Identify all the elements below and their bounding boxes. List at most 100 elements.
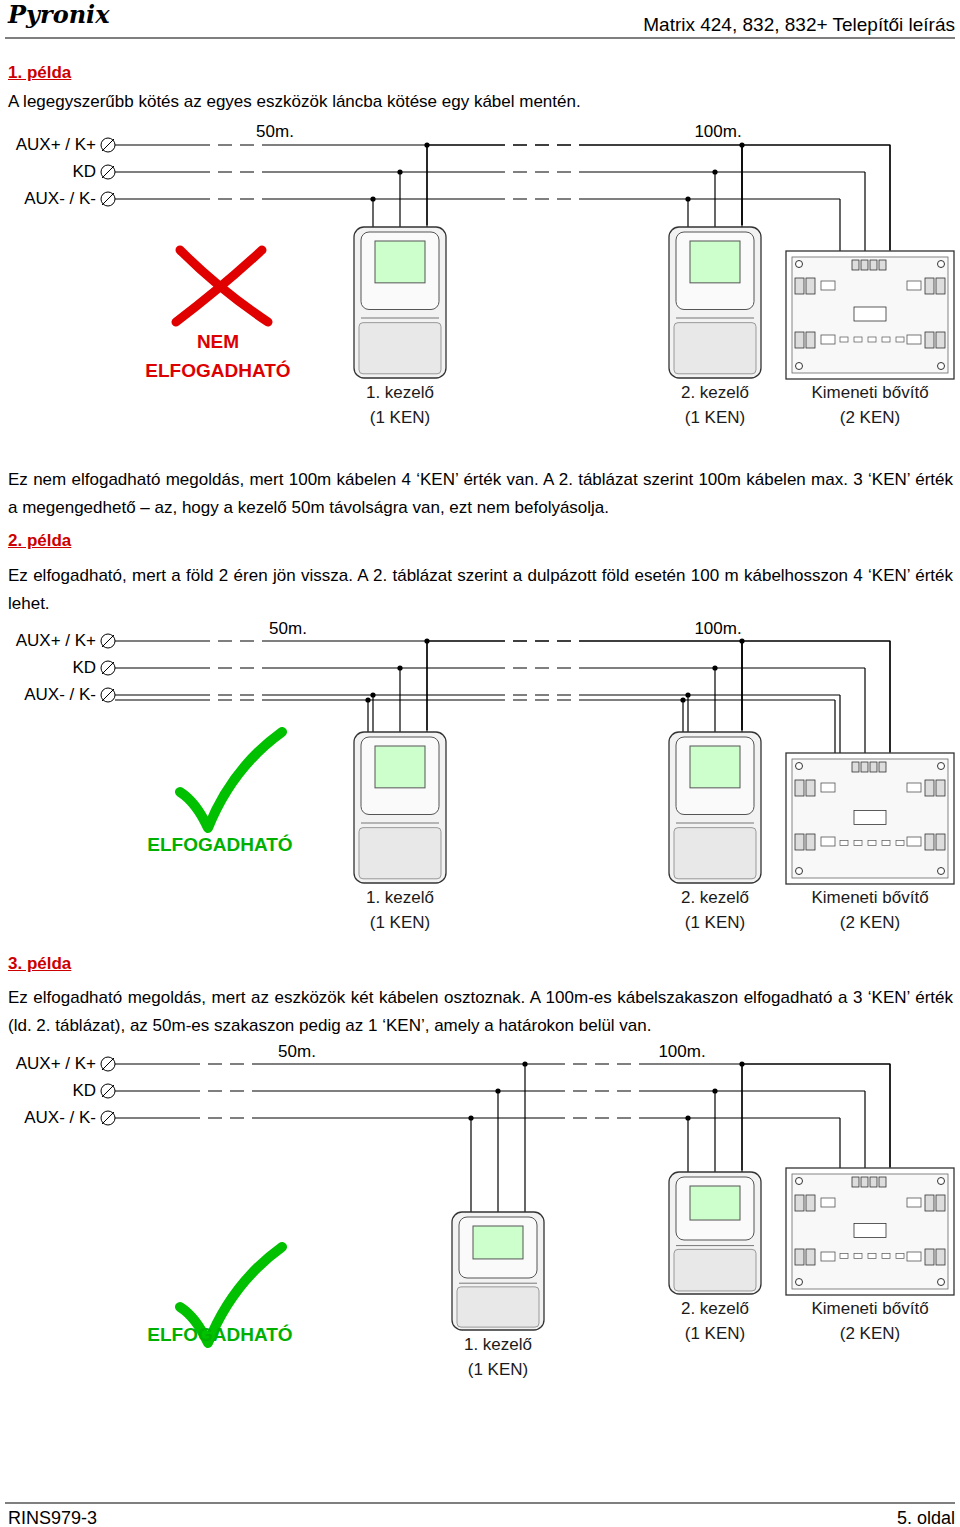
cable-break [571,693,579,697]
terminal-block [879,762,886,772]
keypad-flap [674,323,756,374]
junction-dot [397,665,402,670]
mounting-hole [796,868,803,875]
cable-break [210,197,218,201]
keypad-flap [674,1249,756,1291]
drop-wire [864,668,865,754]
drop-wire [714,172,715,229]
cable-break [505,666,513,670]
terminal-block [870,762,877,772]
bus-wire [115,694,840,695]
terminal-block [795,332,804,348]
smd-part [882,841,890,846]
keypad-seam [676,1245,754,1246]
device-name: 1. kezelő [312,885,488,910]
terminal-label: KD [72,657,96,679]
explanation-text: Ez elfogadható, mert a föld 2 éren jön v… [8,562,953,618]
cable-break [254,666,262,670]
mounting-hole [938,868,945,875]
junction-dot [712,665,717,670]
cable-break [210,693,218,697]
ken-value: (1 KEN) [312,910,488,935]
keypad-illustration [667,730,763,885]
pcb-board [792,759,948,878]
intro-text: A legegyszerűbb kötés az egyes eszközök … [8,91,581,113]
keypad-housing [354,227,446,378]
cable-break [571,698,579,702]
terminal-block [806,780,815,796]
keypad-panel [361,232,439,310]
smd-part [896,337,904,342]
terminal-block [936,1249,945,1265]
keypad-housing [452,1212,544,1330]
junction-dot [397,169,402,174]
smd-part [896,841,904,846]
device-name: Kimeneti bővítő [745,380,960,405]
drop-wire [497,1091,498,1214]
terminal-slash [102,1085,114,1097]
terminal-label: KD [72,1080,96,1102]
cable-break [571,666,579,670]
relay-part [821,783,835,792]
keypad-panel [459,1217,537,1278]
cable-break [254,639,262,643]
terminal-slash [102,193,114,205]
drop-wire [372,199,373,229]
terminal-block [936,1195,945,1211]
smd-part [896,1254,904,1259]
cable-length: 50m. [269,618,307,640]
drop-wire [839,695,840,754]
smd-part [854,337,862,342]
keypad-flap [674,828,756,879]
device-name: 2. kezelő [627,380,803,405]
device-name: Kimeneti bővítő [745,1296,960,1321]
keypad-panel [676,232,754,310]
explanation-text: Ez elfogadható megoldás, mert az eszközö… [8,984,953,1040]
keypad-illustration [667,1170,763,1296]
relay-part [821,1252,835,1261]
cable-break [571,143,579,147]
cable-break [505,170,513,174]
drop-wire [372,695,373,734]
cable-break [232,639,240,643]
terminal-label: AUX- / K- [24,188,96,210]
drop-wire [367,700,368,734]
pcb-outline [786,251,954,379]
keypad-housing [669,732,761,883]
bus-connector [742,145,890,250]
terminal-label: AUX- / K- [24,1107,96,1129]
brand-logo: Pyronix [8,4,110,26]
verdict-text: ELFOGADHATÓ [147,1324,292,1346]
cable-break [210,639,218,643]
relay-part [821,281,835,290]
junction-dot [370,692,375,697]
cable-break [527,666,535,670]
terminal-block [852,1177,859,1187]
expander-illustration [785,1167,955,1296]
terminal-block [795,1195,804,1211]
cable-break [631,1089,639,1093]
terminal-symbol [101,688,115,702]
cable-break [549,170,557,174]
cable-length: 100m. [658,1041,705,1063]
footer-rule [5,1502,955,1503]
terminal-slash [102,139,114,151]
cable-break [244,1062,252,1066]
pcb-board [792,1174,948,1289]
ken-value: (1 KEN) [312,405,488,430]
device-name: 2. kezelő [627,1296,803,1321]
junction-dot [685,692,690,697]
cable-break [571,197,579,201]
terminal-slash [102,662,114,674]
terminal-block [806,834,815,850]
terminal-block [852,762,859,772]
cable-break [232,693,240,697]
terminal-block [879,260,886,270]
terminal-symbol [101,1084,115,1098]
mounting-hole [938,763,945,770]
cable-length: 50m. [256,121,294,143]
drop-wire [687,695,688,734]
cable-break [232,197,240,201]
device-name: 1. kezelő [312,380,488,405]
header-rule [5,37,955,38]
